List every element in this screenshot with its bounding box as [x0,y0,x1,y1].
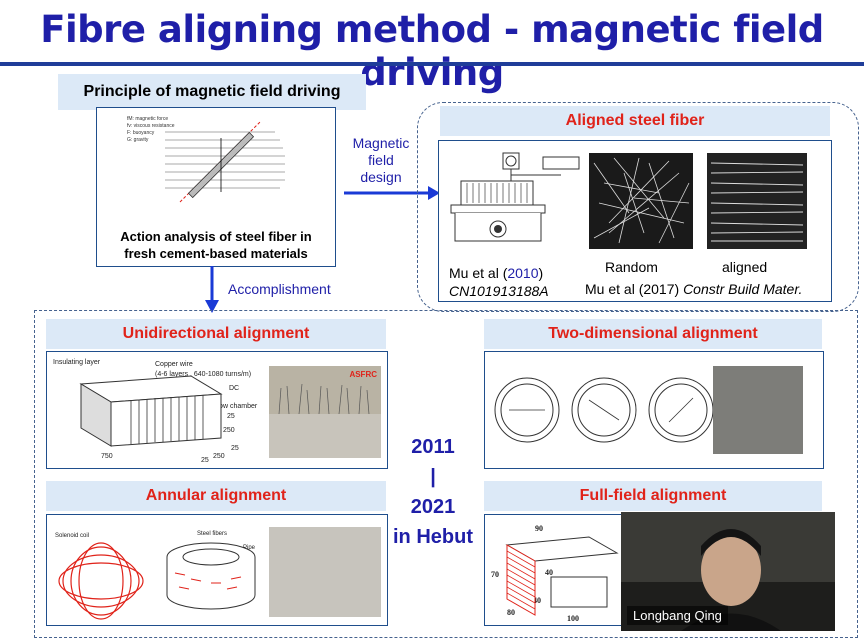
ref2: Mu et al (2017) Constr Build Mater. [585,281,802,297]
label-40a: 40 [545,568,553,577]
principle-box: fM: magnetic force fv: viscous resistanc… [96,107,336,267]
timeline-end: 2021 [410,496,456,518]
asfrc-fibers [269,383,381,458]
label-250a: 250 [223,427,235,434]
full-field-diagram: 90 70 40 40 80 100 [491,524,619,623]
aligned-header: Aligned steel fiber [440,106,830,136]
aligned-box: Mu et al (2010) CN101913188A Random alig… [438,140,832,302]
two-dimensional-photo [713,366,803,454]
timeline-place: in Hebut [393,526,473,548]
timeline-start: 2011 [411,436,455,458]
mfd-line3: design [360,169,402,185]
label-copper: Copper wire [155,361,193,368]
annular-header: Annular alignment [46,481,386,511]
ref1-prefix: Mu et al ( [449,265,508,281]
mfd-line2: field [368,152,394,168]
label-solenoid: Solenoid coil [55,533,89,539]
aligned-fiber-image [707,153,807,249]
principle-caption-line1: Action analysis of steel fiber in [120,229,312,244]
label-90: 90 [535,524,543,533]
legend-fv: fv: viscous resistance [127,123,175,129]
label-insulating: Insulating layer [53,359,101,366]
magnetic-field-design-label: Magnetic field design [344,135,418,186]
label-turns: (4-6 layers , 640-1080 turns/m) [155,371,251,378]
label-80: 80 [507,608,515,617]
random-fiber-image [589,153,693,249]
ref1: Mu et al (2010) [449,265,543,281]
legend-g: G: gravity [127,137,149,143]
principle-caption-line2: fresh cement-based materials [124,246,308,261]
unidirectional-header: Unidirectional alignment [46,319,386,349]
aligned-panel [417,102,859,312]
accomplishment-label: Accomplishment [228,281,331,297]
annular-box: Solenoid coil Steel fibers Pipe [46,514,388,626]
force-diagram: fM: magnetic force fv: viscous resistanc… [127,116,285,203]
annular-photo [269,527,381,617]
ref1-suffix: ) [538,265,544,281]
rotating-field-diagrams [494,377,714,443]
aligned-label: aligned [722,259,768,275]
legend-f: F: buoyancy [127,130,155,136]
unidirectional-box: Insulating layer Copper wire (4-6 layers… [46,351,388,469]
magnetic-arrow [344,186,440,200]
aligned-fiber-pattern [710,162,804,242]
asfrc-label: ASFRC [349,370,377,379]
label-pipe: Pipe [243,545,256,551]
participant-name: Longbang Qing [627,606,728,625]
principle-caption: Action analysis of steel fiber in fresh … [97,228,335,262]
accomplishment-region [34,310,858,638]
patent-number: CN101913188A [449,283,549,299]
label-100: 100 [567,614,579,623]
label-25b: 25 [201,457,209,464]
timeline-sep: | [430,466,436,488]
label-750: 750 [101,453,113,460]
solenoid-diagram: Insulating layer Copper wire (4-6 layers… [53,359,258,464]
accomplishment-arrow [205,266,219,313]
label-hollow: Hollow chamber [207,403,258,410]
ref2-authors: Mu et al (2017) [585,281,680,297]
label-250b: 250 [213,453,225,460]
video-tile[interactable]: Longbang Qing [621,512,835,631]
label-steel-fibers: Steel fibers [197,531,227,537]
label-25c: 25 [231,445,239,452]
slide-title: Fibre aligning method - magnetic field d… [40,8,824,94]
two-dimensional-box [484,351,824,469]
annular-diagram: Solenoid coil Steel fibers Pipe [55,531,256,620]
asfrc-photo: ASFRC [269,366,381,458]
principle-header: Principle of magnetic field driving [58,74,366,110]
label-25a: 25 [227,413,235,420]
two-dimensional-header: Two-dimensional alignment [484,319,822,349]
label-dc: DC [229,385,239,392]
magnet-device-image [450,152,580,242]
random-fiber-pattern [593,157,690,244]
timeline: 2011 | 2021 in Hebut [388,432,478,552]
label-40b: 40 [533,596,541,605]
full-field-header: Full-field alignment [484,481,822,511]
ref2-journal: Constr Build Mater. [683,281,803,297]
title-rule [0,62,864,66]
ref1-year: 2010 [507,265,539,281]
random-label: Random [605,259,658,275]
label-70: 70 [491,570,499,579]
mfd-line1: Magnetic [352,135,410,151]
legend-fm: fM: magnetic force [127,116,168,122]
